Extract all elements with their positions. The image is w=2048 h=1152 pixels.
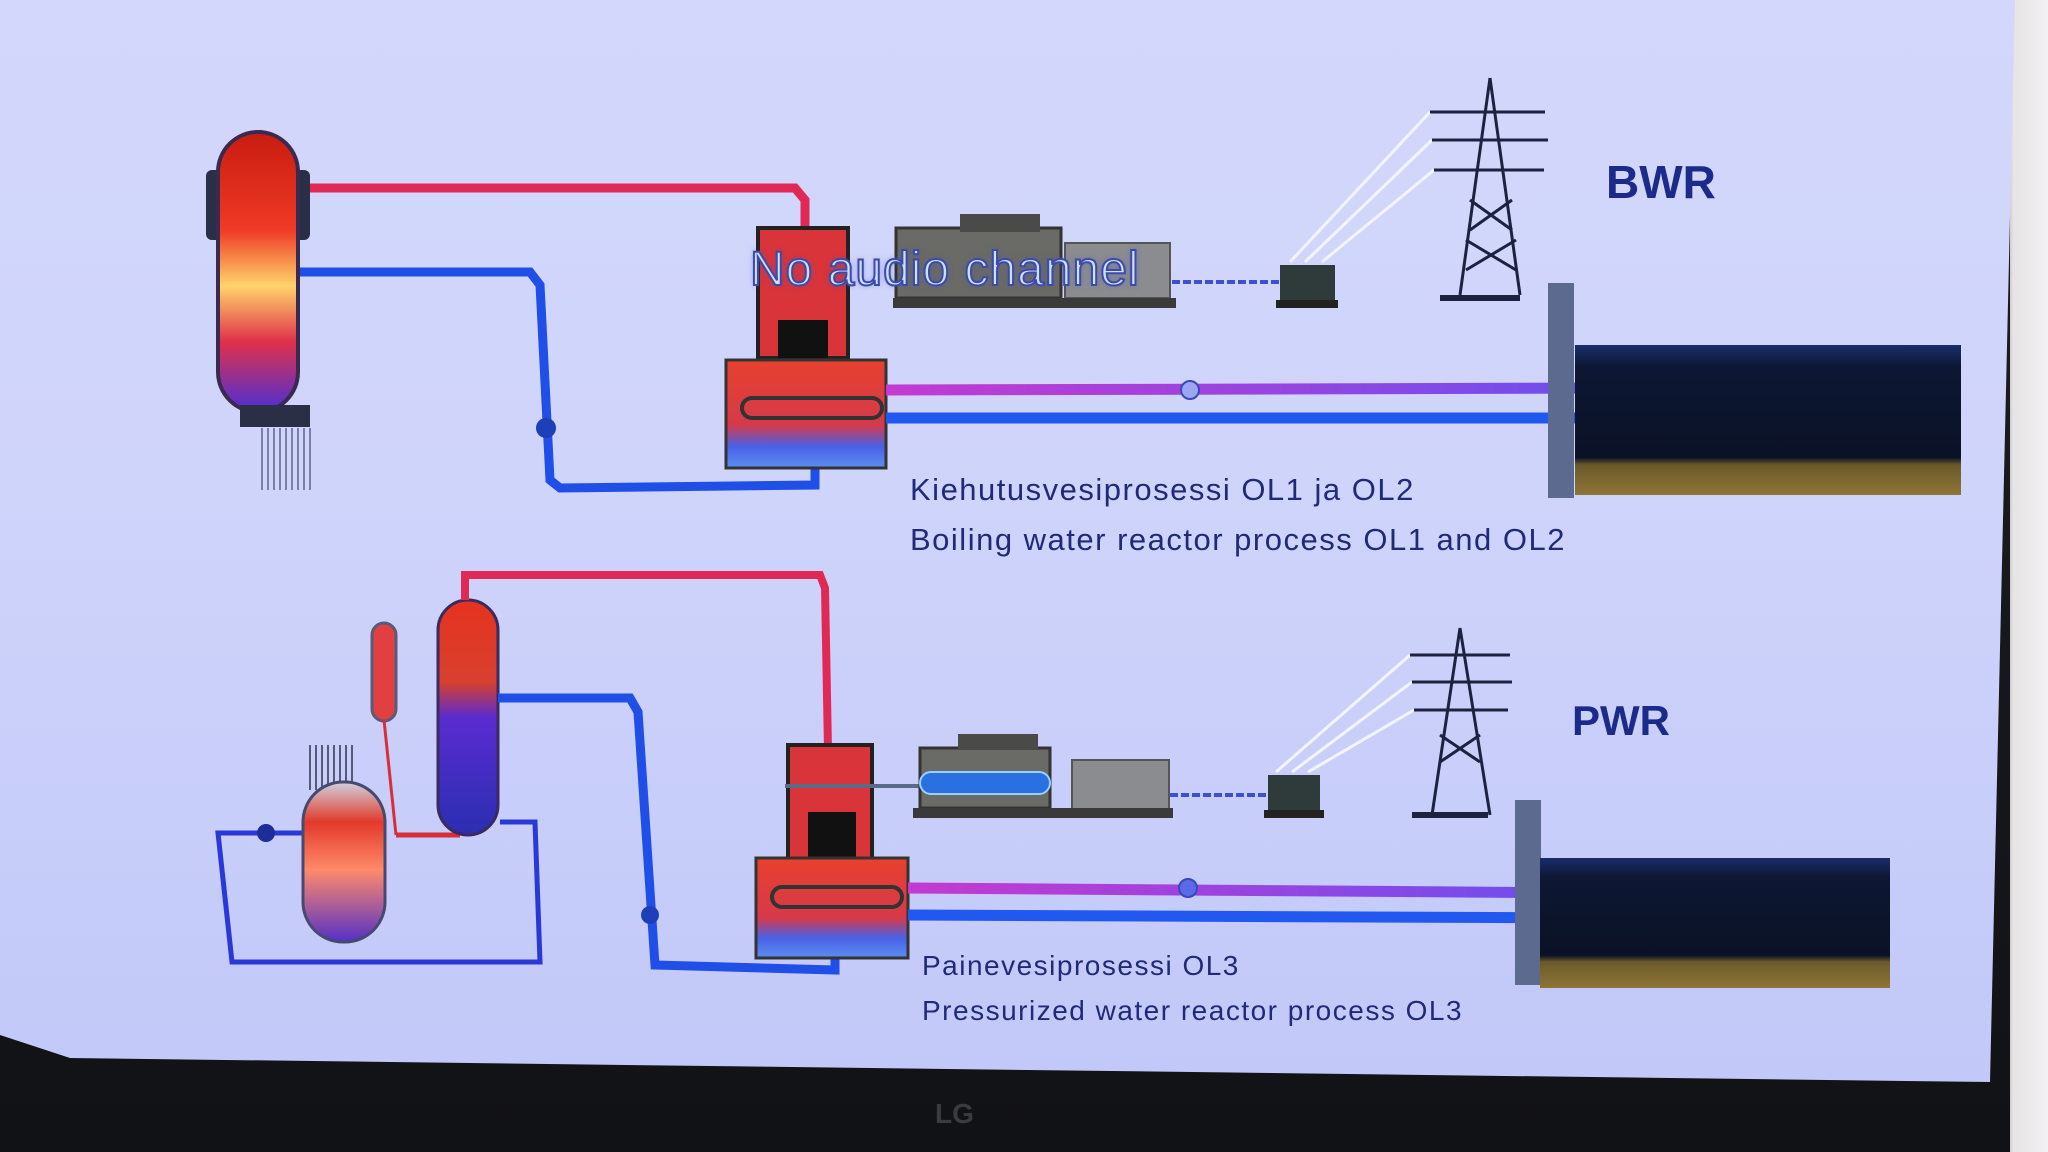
pwr-steam-generator-icon (436, 598, 500, 837)
pwr-reactor-vessel-icon (301, 780, 387, 944)
pwr-pylon-icon (1410, 627, 1512, 818)
bwr-condenser-tubes-icon (740, 396, 884, 420)
process-diagram: BWR (206, 77, 1961, 988)
pwr-generator-top-icon (958, 734, 1038, 750)
bwr-condenser-icon (724, 358, 888, 470)
pwr-exciter-icon (1071, 759, 1170, 811)
pwr-sea-wall (1515, 800, 1541, 985)
bwr-control-rods-icon (261, 428, 311, 490)
bwr-cooling-pump-icon (1180, 380, 1200, 400)
bwr-pylon-icon (1430, 77, 1548, 301)
pwr-generator-rotor-icon (919, 771, 1051, 795)
pwr-primary-loop (215, 819, 543, 965)
pwr-transmission-lines (1275, 653, 1415, 774)
bwr-cooling-return-pipe (885, 382, 1641, 396)
bwr-tag: BWR (1606, 156, 1716, 208)
pwr-cooling-return-pipe (907, 882, 1601, 899)
pwr-turbine-base-icon (808, 812, 856, 860)
bwr-exciter-icon (1064, 242, 1171, 299)
bwr-process: BWR (206, 77, 1961, 498)
bwr-reactor-skirt-icon (240, 405, 310, 427)
pwr-feedwater-line (498, 693, 840, 975)
bwr-feedwater-line (300, 267, 820, 493)
pwr-condenser-tubes-icon (770, 885, 904, 909)
bwr-caption-fi: Kiehutusvesiprosessi OL1 ja OL2 (910, 472, 1415, 507)
pwr-transformer-base-icon (1264, 810, 1324, 818)
tv-screen: BWR (0, 0, 2015, 1082)
bwr-sea-wall (1548, 283, 1574, 498)
pwr-transformer-icon (1268, 775, 1320, 815)
pwr-pressurizer-line (382, 719, 398, 836)
bwr-transformer-base-icon (1276, 300, 1338, 308)
bwr-generator-icon (894, 226, 1063, 300)
pwr-caption-fi: Painevesiprosessi OL3 (922, 950, 1240, 981)
pwr-pressurizer-icon (370, 621, 398, 723)
pwr-process: PWR (215, 571, 1890, 988)
osd-message: No audio channel (749, 242, 1140, 297)
pwr-steam-line (461, 571, 832, 751)
pwr-primary-pump-icon (257, 824, 275, 842)
bwr-transformer-icon (1280, 265, 1335, 305)
pwr-cooling-pump-icon (1178, 878, 1198, 898)
pwr-feedwater-pump-icon (641, 906, 659, 924)
pwr-tag: PWR (1572, 697, 1670, 744)
bwr-caption-en: Boiling water reactor process OL1 and OL… (910, 522, 1566, 557)
pwr-cooling-intake-pipe (907, 909, 1601, 924)
tv-brand-logo: LG (935, 1098, 974, 1129)
pwr-skid-icon (913, 808, 1173, 818)
bwr-skid-icon (893, 298, 1176, 308)
pwr-sea-icon (1540, 858, 1890, 988)
bwr-steam-line (285, 183, 810, 240)
bwr-transmission-lines (1288, 110, 1435, 264)
bwr-turbine-base-icon (778, 320, 828, 358)
bwr-generator-top-icon (960, 214, 1040, 232)
bwr-feedwater-pump-icon (536, 418, 556, 438)
bwr-reactor-vessel-icon (216, 130, 300, 414)
bwr-sea-icon (1575, 345, 1961, 495)
pwr-caption-en: Pressurized water reactor process OL3 (922, 995, 1464, 1026)
